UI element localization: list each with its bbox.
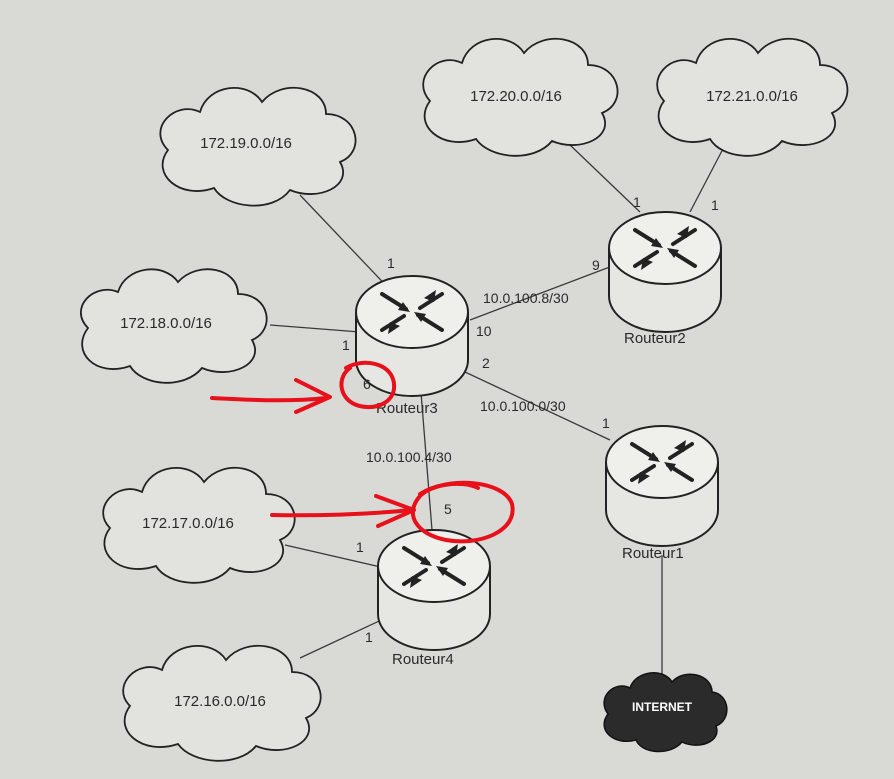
port-labels: 1 1 10 2 6 1 1 9 1 5 1 1 — [342, 194, 719, 645]
links-layer — [269, 144, 726, 680]
annotation-arrow-port-6 — [210, 396, 328, 403]
internet-cloud: INTERNET — [603, 672, 728, 753]
clouds-layer: 172.19.0.0/16 172.18.0.0/16 172.17.0.0/1… — [80, 38, 849, 762]
internet-label: INTERNET — [632, 700, 693, 714]
cloud-n20: 172.20.0.0/16 — [422, 38, 619, 157]
cloud-n21: 172.21.0.0/16 — [656, 38, 849, 157]
cloud-n19: 172.19.0.0/16 — [159, 87, 357, 207]
router-arrows-icon — [604, 424, 720, 500]
port-r3-n18: 1 — [342, 337, 350, 353]
port-r3-r4: 6 — [363, 376, 371, 392]
router-4-name: Routeur4 — [392, 651, 454, 668]
port-r3-r1: 2 — [482, 355, 490, 371]
link-r3-r1 — [464, 371, 611, 441]
router-1 — [604, 424, 720, 547]
link-r3-n19 — [299, 194, 396, 296]
cloud-n16: 172.16.0.0/16 — [122, 645, 322, 762]
cloud-n17: 172.17.0.0/16 — [102, 467, 296, 584]
link-r3-r2 — [469, 264, 616, 321]
annotation-arrowhead-port-6 — [294, 378, 332, 414]
router-1-name: Routeur1 — [622, 545, 684, 562]
port-r4-n16: 1 — [365, 629, 373, 645]
annotation-circle-port-5 — [410, 480, 515, 544]
port-r3-n19: 1 — [387, 255, 395, 271]
subnet-r3-r4: 10.0.100.4/30 — [366, 449, 452, 465]
port-r1-r3: 1 — [602, 415, 610, 431]
annotation-arrow-port-5 — [270, 508, 414, 518]
port-r4-r3: 5 — [444, 501, 452, 517]
router-3-name: Routeur3 — [376, 400, 438, 417]
link-r3-r4 — [419, 379, 433, 531]
annotations-layer — [210, 360, 515, 544]
port-r2-n20: 1 — [633, 194, 641, 210]
router-arrows-icon — [607, 210, 723, 286]
network-label-172-18: 172.18.0.0/16 — [120, 315, 212, 332]
link-r4-n17 — [284, 544, 386, 569]
port-r2-n21: 1 — [711, 197, 719, 213]
network-label-172-21: 172.21.0.0/16 — [706, 88, 798, 105]
subnet-labels: 10.0.100.8/30 10.0.100.0/30 10.0.100.4/3… — [366, 290, 569, 465]
port-r2-r3: 9 — [592, 257, 600, 273]
link-r2-n21 — [689, 144, 726, 213]
network-label-172-17: 172.17.0.0/16 — [142, 515, 234, 532]
network-label-172-16: 172.16.0.0/16 — [174, 693, 266, 710]
link-r2-n20 — [569, 144, 641, 213]
router-names: Routeur3 Routeur2 Routeur1 Routeur4 — [376, 330, 686, 668]
annotation-circle-port-6 — [339, 360, 397, 410]
routers-layer — [354, 210, 723, 651]
cloud-n18: 172.18.0.0/16 — [80, 268, 268, 384]
network-label-172-19: 172.19.0.0/16 — [200, 135, 292, 152]
router-2 — [607, 210, 723, 333]
link-r3-n18 — [269, 324, 361, 333]
port-r4-n17: 1 — [356, 539, 364, 555]
subnet-r3-r2: 10.0.100.8/30 — [483, 290, 569, 306]
router-2-name: Routeur2 — [624, 330, 686, 347]
link-r4-n16 — [299, 614, 393, 659]
subnet-r3-r1: 10.0.100.0/30 — [480, 398, 566, 414]
router-4 — [376, 528, 492, 651]
router-3 — [354, 274, 470, 397]
network-label-172-20: 172.20.0.0/16 — [470, 88, 562, 105]
port-r3-r2: 10 — [476, 323, 492, 339]
router-arrows-icon — [354, 274, 470, 350]
